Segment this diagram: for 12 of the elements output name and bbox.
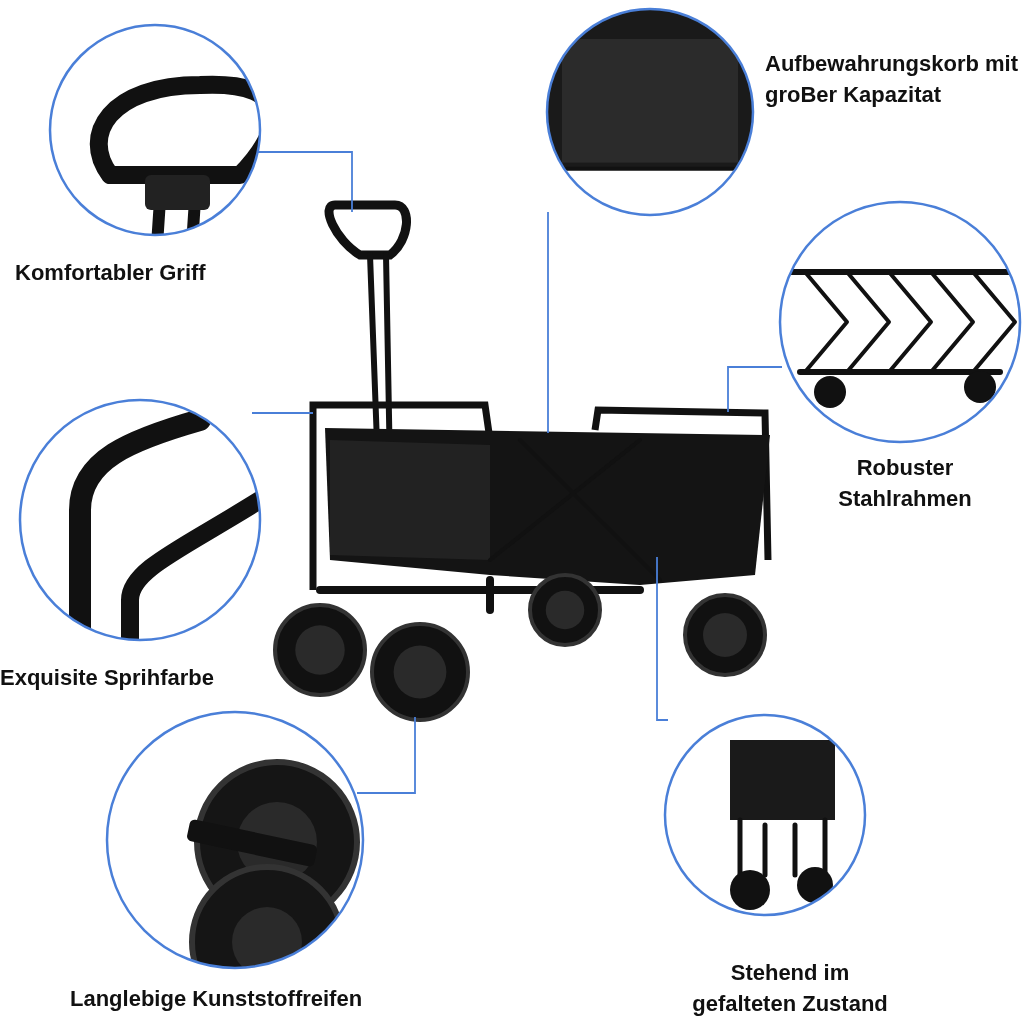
feature-caption: Exquisite Sprihfarbe [0, 664, 215, 692]
leader-line [547, 211, 549, 434]
leader-line [251, 412, 314, 414]
feature-caption: Komfortabler Griff [15, 259, 207, 287]
leader-line [257, 151, 353, 213]
leader-line [356, 716, 416, 794]
leader-line [656, 556, 669, 721]
feature-caption: Aufbewahrungskorb mit groBer Kapazitat [765, 50, 1019, 109]
feature-caption: Robuster Stahlrahmen [837, 454, 973, 513]
feature-caption: Langlebige Kunststoffreifen [70, 985, 364, 1013]
leader-line [727, 366, 783, 413]
feature-caption: Stehend im gefalteten Zustand [691, 959, 889, 1018]
